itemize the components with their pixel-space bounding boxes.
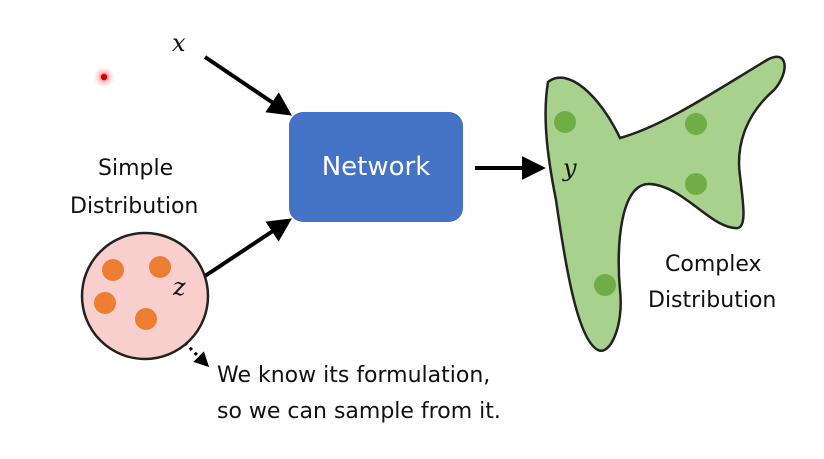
complex-distribution-title-line2: Distribution xyxy=(648,288,777,313)
network-label: Network xyxy=(321,152,431,182)
simple-distribution-title-line2: Distribution xyxy=(70,194,199,219)
y-label: y xyxy=(563,154,577,182)
complex-distribution-title-line1: Complex xyxy=(665,252,762,277)
network-box: Network xyxy=(289,112,463,222)
sample-dot xyxy=(149,256,171,278)
arrow-x-to-network xyxy=(203,55,292,116)
complex-distribution-shape xyxy=(544,55,786,352)
sample-dot xyxy=(685,113,707,135)
arrow-z-to-network xyxy=(203,218,293,278)
sample-dot xyxy=(135,308,157,330)
sample-dot xyxy=(102,259,124,281)
simple-distribution-title-line1: Simple xyxy=(98,156,174,181)
sample-dot xyxy=(685,173,707,195)
x-label: x xyxy=(172,29,186,57)
sample-dot xyxy=(554,111,576,133)
note-line2: so we can sample from it. xyxy=(217,399,501,424)
sample-dot xyxy=(94,292,116,314)
simple-distribution-circle xyxy=(80,231,210,361)
laser-pointer-icon xyxy=(93,66,115,88)
sample-dot xyxy=(594,274,616,296)
z-label: z xyxy=(173,273,186,301)
note-line1: We know its formulation, xyxy=(217,363,491,388)
